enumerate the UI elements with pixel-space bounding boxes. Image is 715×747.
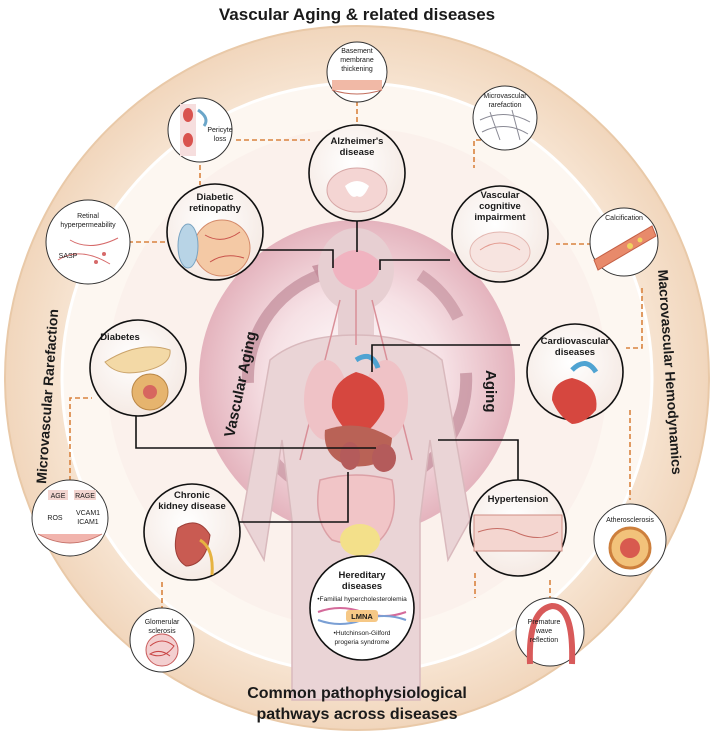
label-icam1: ICAM1: [77, 519, 99, 526]
hereditary-item-2b: progeria syndrome: [335, 639, 390, 646]
footer-line-1: Common pathophysiological: [247, 685, 467, 702]
alzheimers-label-1: Alzheimer's: [331, 136, 384, 147]
sat-age-rage: AGE RAGE ROS VCAM1 ICAM1: [31, 479, 109, 557]
pericyte-label-1: Pericyte: [207, 127, 232, 134]
node-vascular-cognitive: Vascular cognitive impairment: [451, 185, 549, 283]
basement-label-2: membrane: [340, 57, 374, 64]
retinal-label-2: hyperpermeability: [60, 222, 116, 229]
vci-label-2: cognitive: [479, 201, 521, 212]
kidney-organ: [340, 442, 360, 470]
hereditary-item-1: •Familial hypercholesterolemia: [317, 596, 407, 603]
sat-atherosclerosis: Atherosclerosis: [593, 503, 667, 577]
cvd-label-1: Cardiovascular: [541, 336, 610, 347]
node-cardiovascular: Cardiovascular diseases: [526, 323, 624, 424]
brain-organ: [332, 250, 380, 290]
footer-line-2: pathways across diseases: [256, 706, 457, 723]
basement-label-1: Basement: [341, 48, 373, 55]
pericyte-label-2: loss: [214, 136, 227, 143]
hereditary-label-2: diseases: [342, 581, 382, 592]
node-hereditary: Hereditary diseases •Familial hyperchole…: [309, 555, 415, 661]
node-alzheimers: Alzheimer's disease: [308, 124, 406, 222]
alzheimers-label-2: disease: [340, 147, 375, 158]
retinopathy-label-1: Diabetic: [197, 192, 234, 203]
rarefaction-label-1: Microvascular: [483, 93, 527, 100]
node-diabetic-retinopathy: Diabetic retinopathy: [166, 183, 264, 281]
wave-label-1: Premature: [528, 619, 561, 626]
retinal-label-1: Retinal: [77, 213, 99, 220]
ckd-label-1: Chronic: [174, 490, 210, 501]
glomerular-label-1: Glomerular: [145, 619, 180, 626]
rarefaction-label-2: rarefaction: [488, 102, 521, 109]
wave-label-3: reflection: [530, 637, 559, 644]
wave-label-2: wave: [535, 628, 552, 635]
sat-retinal: Retinal hyperpermeability SASP: [45, 199, 131, 285]
cvd-label-2: diseases: [555, 347, 595, 358]
node-hypertension: Hypertension: [469, 479, 567, 577]
label-ros: ROS: [47, 515, 63, 522]
label-rage: RAGE: [75, 493, 95, 500]
label-vcam1: VCAM1: [76, 510, 100, 517]
diagram-title: Vascular Aging & related diseases: [219, 5, 495, 24]
retinal-label-sasp: SASP: [59, 253, 78, 260]
hereditary-label-1: Hereditary: [339, 570, 387, 581]
vci-label-3: impairment: [474, 212, 526, 223]
sat-basement-membrane: Basement membrane thickening: [326, 41, 388, 103]
glomerular-label-2: sclerosis: [148, 628, 176, 635]
inner-label-aging: Aging: [482, 370, 499, 413]
calcification-label: Calcification: [605, 215, 643, 222]
sat-premature-wave: Premature wave reflection: [515, 597, 585, 667]
black-connectors: [135, 215, 520, 523]
sat-calcification: Calcification: [589, 207, 659, 277]
node-diabetes: Diabetes: [89, 319, 187, 417]
basement-label-3: thickening: [341, 66, 373, 73]
diabetes-label: Diabetes: [100, 332, 140, 343]
hypertension-label: Hypertension: [488, 494, 549, 505]
sat-glomerular: Glomerular sclerosis: [129, 607, 195, 673]
vci-label-1: Vascular: [480, 190, 519, 201]
ckd-label-2: kidney disease: [158, 501, 226, 512]
node-chronic-kidney: Chronic kidney disease: [143, 483, 241, 581]
hereditary-item-2a: •Hutchinson-Gilford: [334, 630, 391, 637]
label-age: AGE: [51, 493, 66, 500]
sat-pericyte-loss: Pericyte loss: [167, 97, 233, 163]
retinopathy-label-2: retinopathy: [189, 203, 241, 214]
gene-lmna: LMNA: [351, 612, 373, 621]
sat-microvascular-rarefaction: Microvascular rarefaction: [472, 85, 538, 151]
atherosclerosis-label: Atherosclerosis: [606, 517, 654, 524]
heart-organ: [331, 372, 385, 438]
